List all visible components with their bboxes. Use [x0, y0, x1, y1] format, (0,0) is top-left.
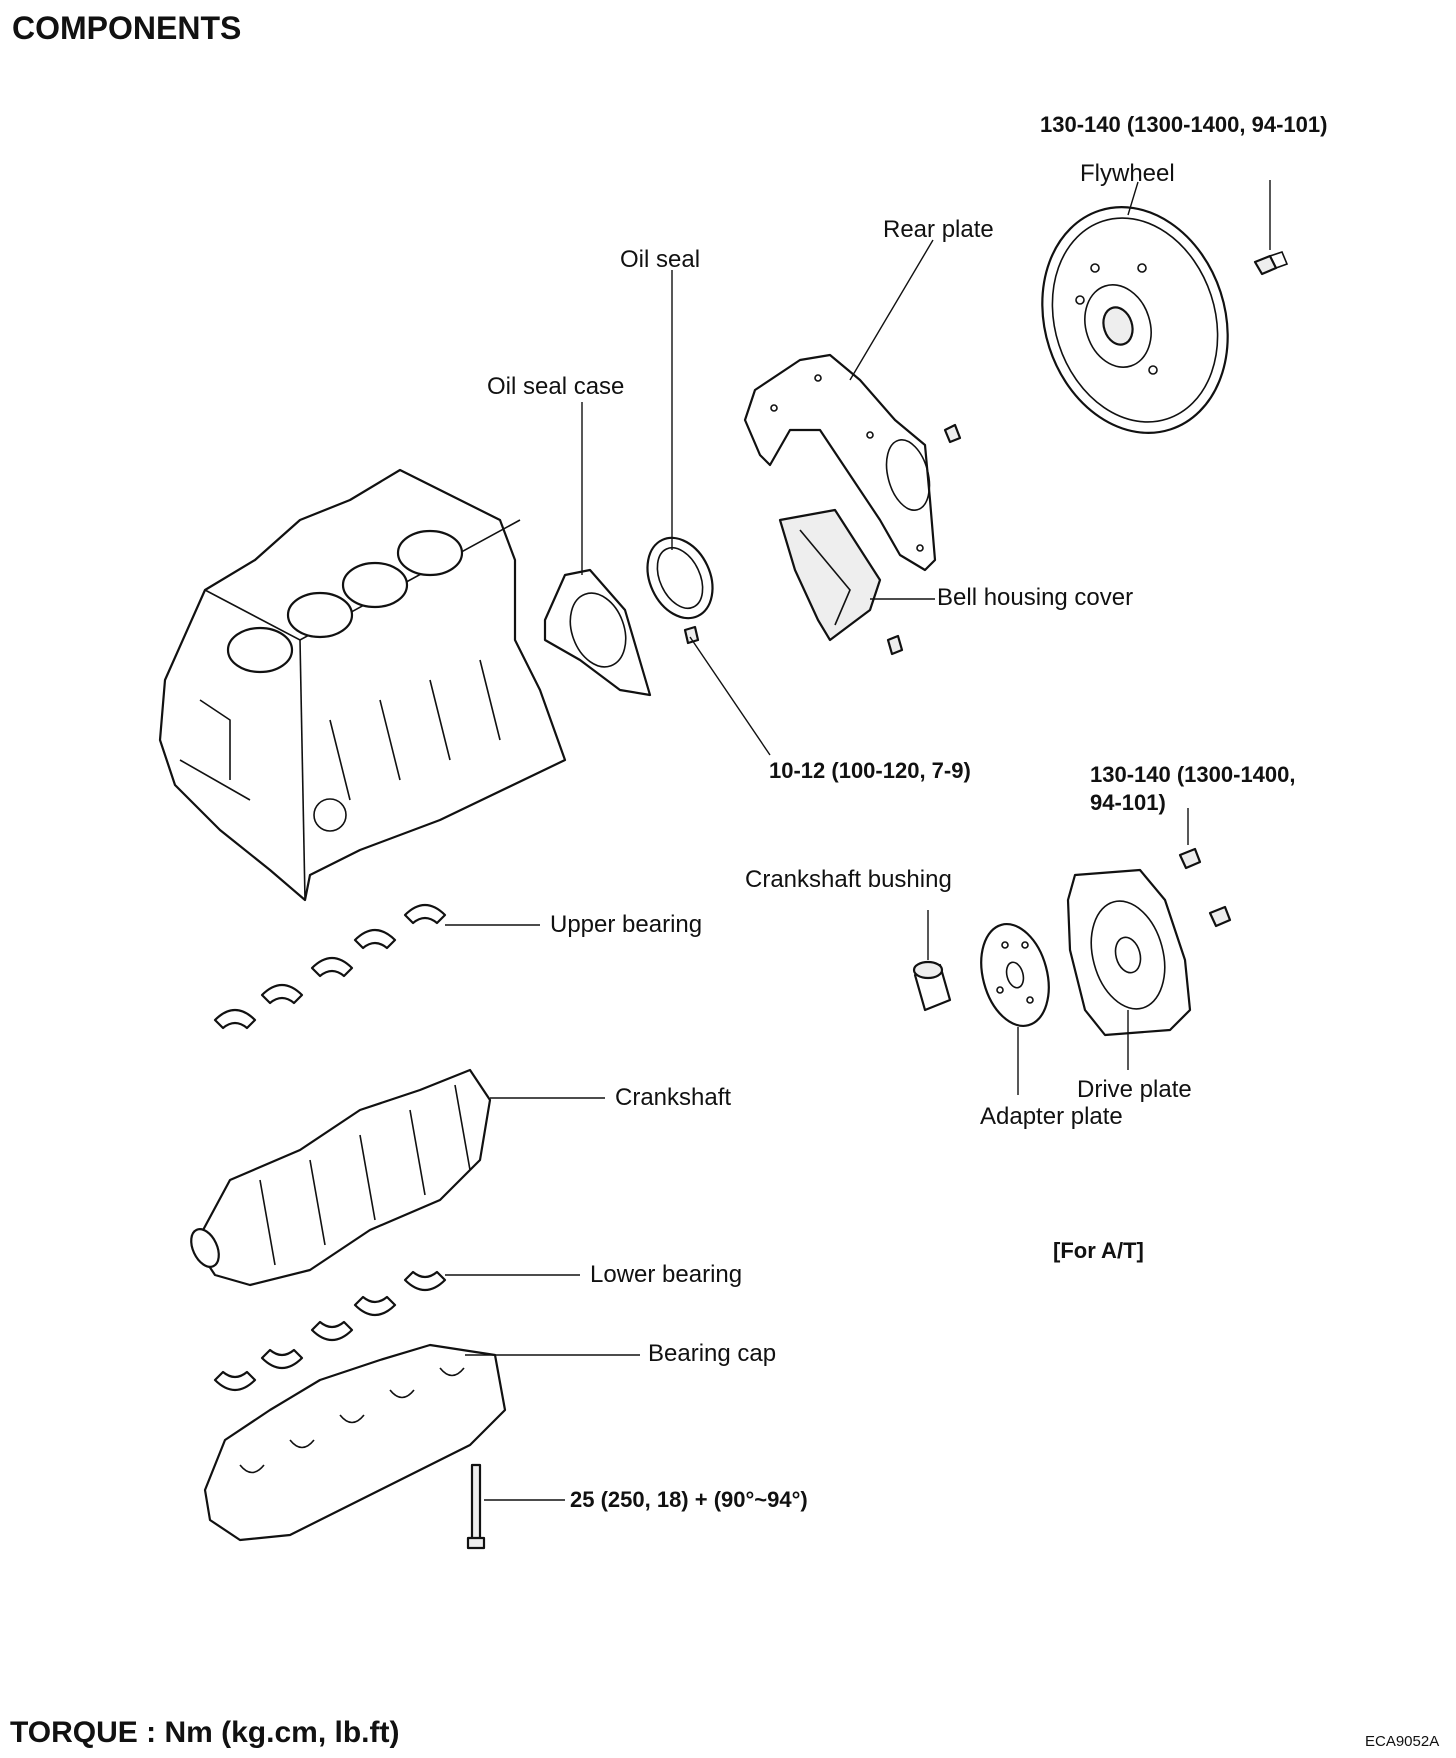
rear-plate: [743, 353, 937, 572]
drive-plate-label: Drive plate: [1077, 1076, 1192, 1103]
bearing-cap: [203, 1343, 507, 1542]
adapter-plate-label: Adapter plate: [980, 1103, 1123, 1130]
flywheel-bolt-torque: 130-140 (1300-1400, 94-101): [1040, 112, 1328, 137]
bell-housing-cover: [778, 508, 882, 642]
crankshaft-bushing: [912, 960, 952, 1012]
flywheel: [1041, 206, 1229, 434]
cylinder-block: [158, 468, 567, 902]
for-at-label: [For A/T]: [1053, 1238, 1144, 1263]
oil-seal-label: Oil seal: [620, 246, 701, 273]
flywheel-bolt: [1253, 251, 1289, 276]
upper-bearings: [213, 903, 447, 1030]
drive-plate-bolt-torque-line1: 130-140 (1300-1400,: [1090, 762, 1296, 787]
drive-plate-bolt-torque-line2: 94-101): [1090, 790, 1166, 815]
rear-plate-bolt: [943, 423, 962, 444]
oil-seal-case: [543, 568, 652, 697]
adapter-plate: [980, 922, 1050, 1028]
bearing-cap-bolt: [466, 1463, 486, 1550]
drive-plate: [1066, 868, 1192, 1037]
drive-plate-bolts: [1178, 847, 1232, 928]
bell-housing-cover-label: Bell housing cover: [937, 584, 1134, 611]
crankshaft-bushing-label: Crankshaft bushing: [745, 866, 952, 893]
flywheel-label: Flywheel: [1080, 160, 1175, 187]
oil-seal-case-label: Oil seal case: [487, 373, 625, 400]
upper-bearing-label: Upper bearing: [550, 911, 703, 938]
oil-seal-case-bolt-torque: 10-12 (100-120, 7-9): [769, 758, 971, 783]
figure-code: ECA9052A: [1365, 1733, 1440, 1750]
crankshaft-label: Crankshaft: [615, 1084, 732, 1111]
page-title: COMPONENTS: [12, 10, 242, 46]
rear-plate-label: Rear plate: [883, 216, 994, 243]
lower-bearing-label: Lower bearing: [590, 1261, 743, 1288]
crankshaft: [190, 1068, 492, 1287]
bell-housing-cover-bolt: [886, 634, 904, 656]
leader-lines: [445, 180, 1271, 1501]
lower-bearings: [213, 1270, 447, 1392]
torque-units-footer: TORQUE : Nm (kg.cm, lb.ft): [10, 1716, 400, 1749]
bearing-cap-label: Bearing cap: [648, 1340, 777, 1367]
oil-seal: [646, 536, 714, 620]
bearing-cap-bolt-torque: 25 (250, 18) + (90°~94°): [570, 1487, 808, 1512]
oil-seal-case-bolt: [683, 625, 700, 645]
